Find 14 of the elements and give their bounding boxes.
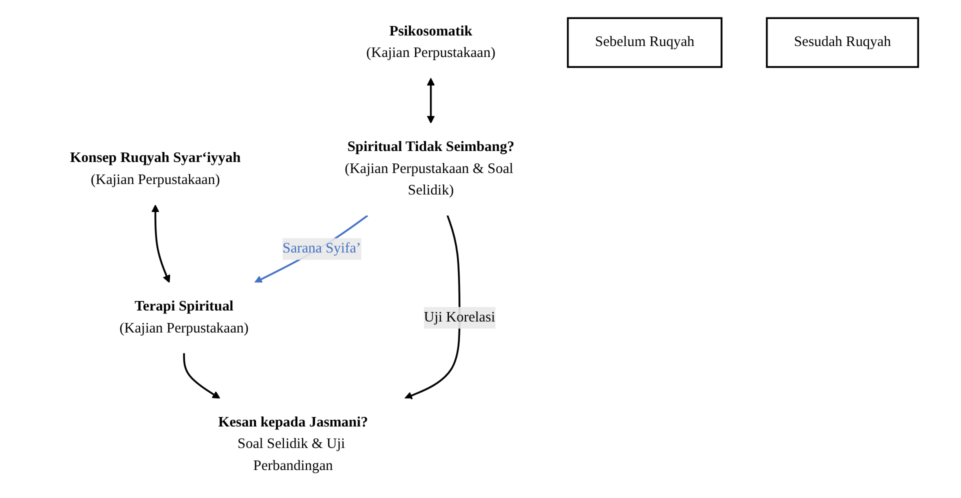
arrow — [426, 78, 435, 124]
edge-label: Sarana Syifa’ — [282, 240, 361, 256]
node-box: Sebelum Ruqyah — [566, 17, 722, 68]
node-text: Psikosomatik (Kajian Perpustakaan) — [366, 24, 496, 61]
arrow — [151, 204, 170, 283]
node-text: Konsep Ruqyah Syar‘iyyah (Kajian Perpustakaan) — [70, 150, 241, 188]
arrow — [254, 214, 368, 283]
arrow — [183, 353, 220, 399]
node-box: Sesudah Ruqyah — [766, 17, 920, 68]
node-text: Kesan kepada Jasmani? Soal Selidik & Uji Perbandingan — [218, 414, 368, 474]
node-text: Terapi Spiritual (Kajian Perpustakaan) — [119, 298, 249, 336]
edge-label: Uji Korelasi — [424, 310, 496, 326]
arrow — [404, 215, 460, 400]
node-text: Spiritual Tidak Seimbang? (Kajian Perpustakaan & Soal Selidik) — [344, 139, 514, 198]
